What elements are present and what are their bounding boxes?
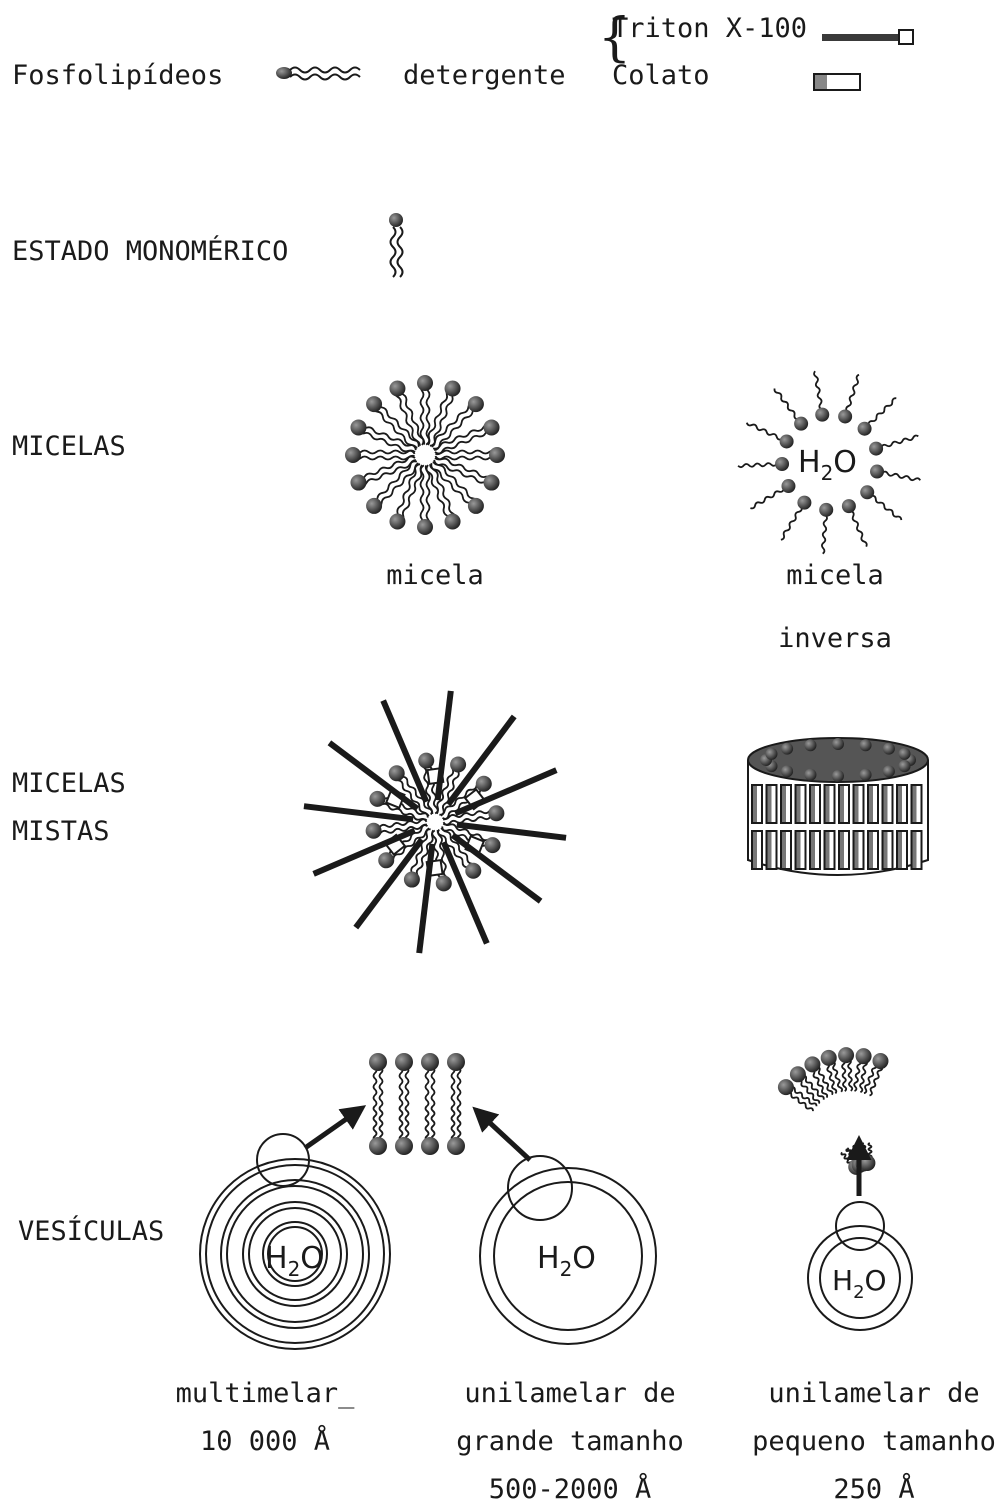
lipid-molecule — [854, 1048, 871, 1092]
lipid-molecule — [747, 423, 794, 449]
lipid-molecule — [430, 460, 484, 514]
bilayer-bottom-lipid — [421, 1106, 439, 1155]
lipid-molecule — [366, 396, 420, 450]
lipid-molecule — [819, 503, 833, 554]
phospholipid-legend-icon — [276, 67, 360, 80]
lipid-molecule — [781, 496, 812, 540]
lipid-molecule — [738, 457, 789, 471]
lipid-molecule — [869, 436, 918, 456]
bilayer-fragment-icon — [369, 1053, 465, 1155]
lipid-molecule — [774, 389, 808, 431]
lipid-molecule — [860, 485, 901, 520]
lipid-molecule — [870, 465, 920, 481]
legend-brace-icon: { — [598, 8, 631, 68]
large-vesicle-water-label: H2O — [537, 1241, 596, 1281]
bicelle-icon — [748, 738, 928, 875]
bilayer-top-lipid — [369, 1053, 387, 1106]
lipid-molecule — [838, 1047, 854, 1091]
triton-legend-icon — [822, 30, 913, 44]
lipid-molecule — [389, 463, 423, 529]
lipid-molecule — [433, 456, 499, 490]
lipid-molecule — [750, 479, 795, 508]
lipid-molecule — [417, 375, 433, 445]
bilayer-bottom-lipid — [369, 1106, 387, 1155]
lipid-molecule — [430, 396, 484, 450]
multilamellar-water-label: H2O — [265, 1241, 324, 1281]
arrow-large-to-bilayer — [476, 1110, 530, 1160]
large-unilamellar-vesicle-icon — [480, 1156, 656, 1344]
lipid-molecule — [435, 447, 505, 463]
mixed-micelle-icon — [304, 691, 566, 953]
lipid-molecule — [426, 463, 461, 529]
multilamellar-vesicle-icon — [200, 1134, 390, 1349]
monomer-icon — [389, 213, 403, 277]
bilayer-top-lipid — [395, 1053, 413, 1106]
lipid-molecule — [842, 499, 867, 546]
lipid-molecule — [350, 456, 416, 491]
bilayer-bottom-lipid — [395, 1106, 413, 1155]
lipid-molecule — [858, 398, 897, 436]
bilayer-top-lipid — [421, 1053, 439, 1106]
lipid-molecule — [426, 380, 460, 446]
lipid-molecule — [838, 375, 859, 424]
lipid-molecule — [366, 460, 420, 514]
lipid-molecule — [350, 419, 416, 453]
lipid-molecule — [389, 380, 424, 446]
bilayer-bottom-lipid — [447, 1106, 465, 1155]
arrow-multilamellar-to-bilayer — [305, 1108, 362, 1148]
bilayer-top-lipid — [447, 1053, 465, 1106]
lipid-molecule — [417, 465, 433, 535]
inverse-micelle-water-label: H2O — [798, 445, 857, 485]
small-vesicle-water-label: H2O — [832, 1264, 887, 1303]
lipid-molecule — [345, 447, 415, 463]
lipid-molecule — [814, 371, 829, 421]
small-unilamellar-vesicle-icon — [808, 1202, 912, 1330]
micelle-icon — [345, 375, 505, 535]
cholate-legend-icon — [814, 74, 860, 90]
lipid-molecule — [778, 1079, 817, 1111]
curved-bilayer-fragment-icon — [778, 1047, 889, 1175]
lipid-molecule — [433, 419, 499, 454]
